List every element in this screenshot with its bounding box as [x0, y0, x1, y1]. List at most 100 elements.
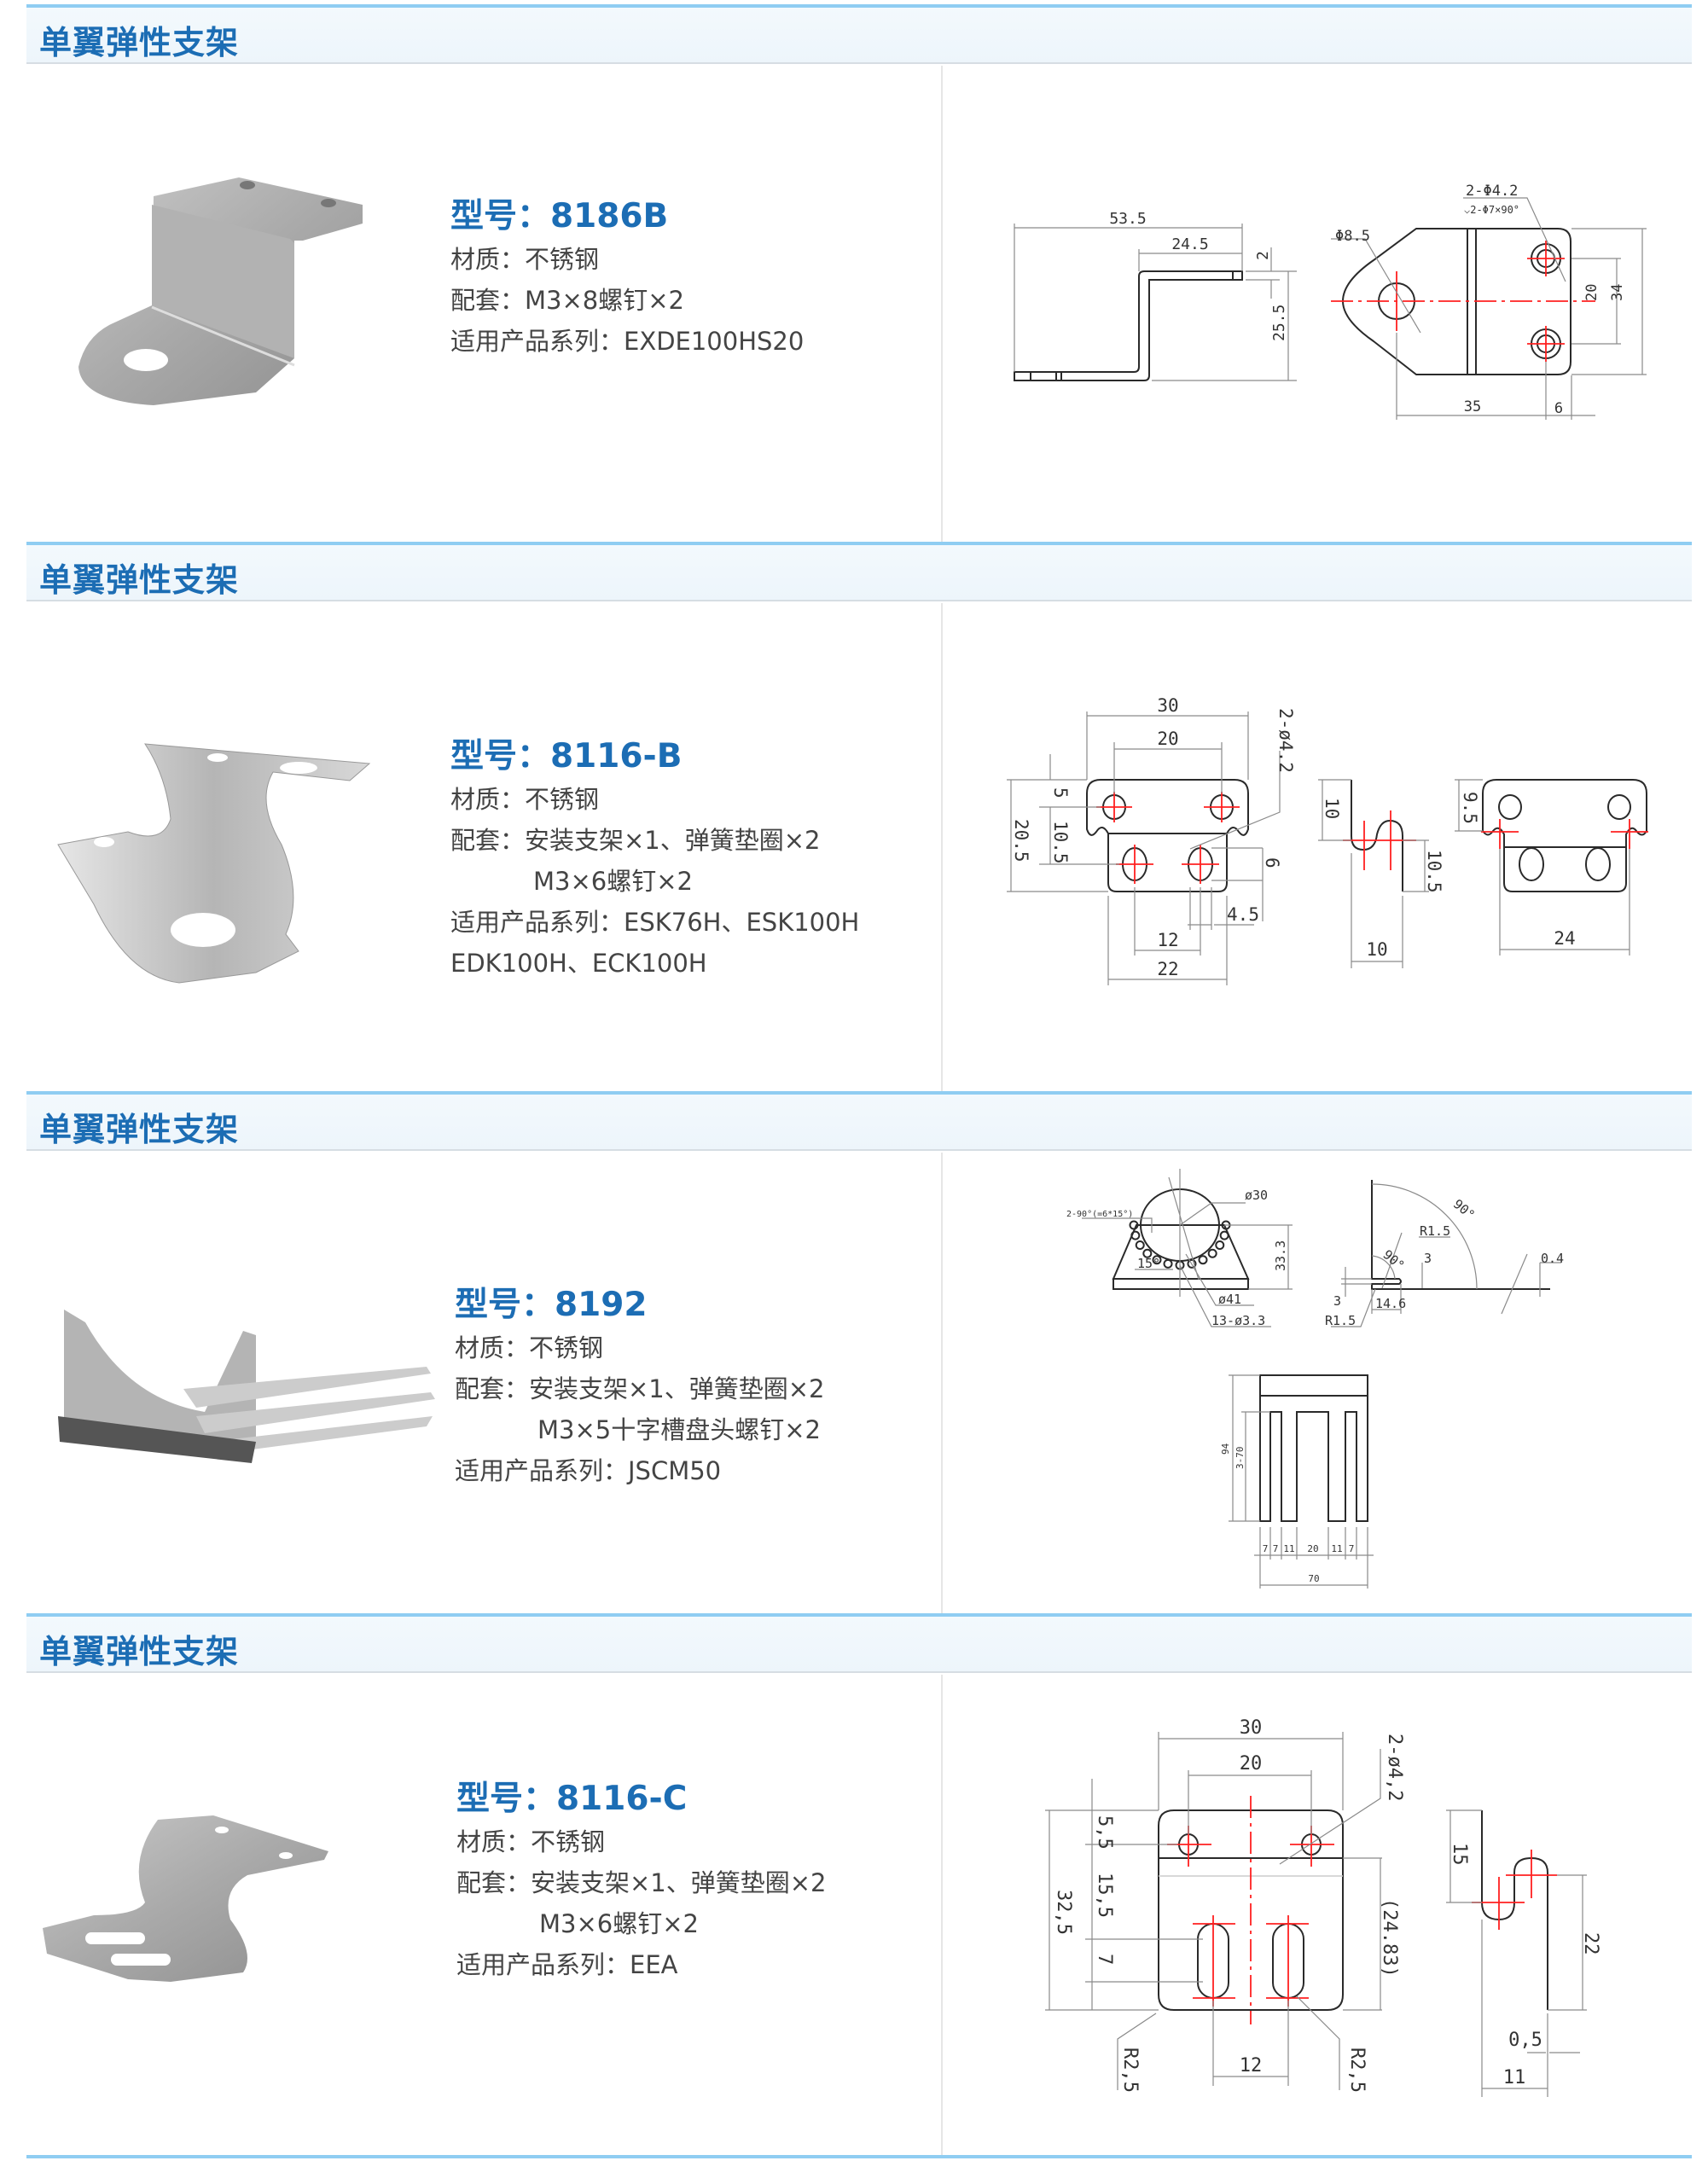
dim-label: 2-ø4.2: [1275, 708, 1296, 773]
drawing-8116-B-side: 10 10.5 10: [1318, 779, 1444, 968]
dim-label: ⌵2-Φ7×90°: [1464, 204, 1519, 216]
mounting-hole: [1198, 1255, 1208, 1265]
product-info-8116-B: 型号：8116-B 材质：不锈钢 配套：安装支架×1、弹簧垫圈×2 M3×6螺钉…: [450, 735, 859, 984]
model-number: 型号：8192: [455, 1286, 648, 1324]
product-info-8116-C: 型号：8116-C 材质：不锈钢 配套：安装支架×1、弹簧垫圈×2 M3×6螺钉…: [456, 1777, 827, 1985]
dim-label: R2,5: [1346, 2048, 1368, 2093]
dim-label: 0.4: [1541, 1251, 1564, 1266]
column-divider: [941, 1675, 943, 2155]
mounting-hole: [1175, 1260, 1185, 1270]
drawing-8186B-side: 53.5 24.5 2 25.5: [1014, 210, 1297, 381]
model-number: 型号：8116-B: [450, 737, 683, 775]
product-photo-8116-B: [57, 743, 371, 984]
dim-label: 10: [1366, 939, 1387, 960]
product-photo-8186B: [78, 177, 363, 405]
dim-label: ø41: [1218, 1292, 1241, 1307]
dim-label: 34: [1609, 284, 1626, 301]
drawing-8116-C-side: 15 22 0,5 11: [1446, 1809, 1601, 2097]
dim-label: 2: [1254, 251, 1272, 260]
column-divider: [941, 1153, 943, 1613]
dim-label: 24: [1554, 928, 1575, 949]
dim-label: 11: [1503, 2067, 1526, 2088]
drawing-8192-side: 90° R1.5 90° 3 0.4 3 14.6 R1.5: [1325, 1180, 1564, 1328]
drawing-8192-blank: 94 3-70 7 7 11 20 11 7 70: [1220, 1374, 1374, 1589]
dim-label: 10.5: [1424, 850, 1444, 893]
applicable-series-line-cont: EDK100H、ECK100H: [450, 949, 707, 978]
dim-label: 25.5: [1270, 305, 1288, 341]
dim-label: 2-90°(=6*15°): [1066, 1210, 1133, 1219]
dim-label: 20: [1583, 284, 1601, 301]
product-info-8186B: 型号：8186B 材质：不锈钢 配套：M3×8螺钉×2 适用产品系列：EXDE1…: [450, 195, 804, 362]
section-header-2: 单翼弹性支架: [26, 542, 1692, 601]
dim-label: 13-ø3.3: [1211, 1313, 1265, 1328]
material-line: 材质：不锈钢: [450, 785, 600, 814]
mounting-hole: [1163, 1258, 1173, 1269]
section-title: 单翼弹性支架: [39, 1111, 240, 1148]
dim-label: 30: [1157, 695, 1178, 716]
dim-label: 53.5: [1109, 210, 1146, 228]
accessories-line: 配套：安装支架×1、弹簧垫圈×2: [450, 826, 821, 855]
accessories-line: 配套：安装支架×1、弹簧垫圈×2: [455, 1374, 825, 1403]
model-number: 型号：8186B: [450, 197, 669, 235]
dim-label: 15: [1449, 1843, 1470, 1866]
dim-label: 6: [1554, 400, 1563, 417]
dim-label: 20: [1307, 1543, 1318, 1554]
drawing-8116-B-back: 9.5 24: [1455, 779, 1648, 956]
drawing-8116-B-front: 30 20 2-ø4.2 5 20.5 10.5 6 4.5 12 22: [1007, 695, 1296, 985]
hole-ring: [1129, 1220, 1231, 1270]
dim-label: 94: [1220, 1443, 1231, 1455]
mounting-hole: [1187, 1258, 1197, 1269]
dim-label: 14.6: [1375, 1296, 1406, 1311]
dim-label: 90°: [1380, 1246, 1407, 1273]
section-title: 单翼弹性支架: [39, 1633, 240, 1670]
dim-label: 11: [1331, 1543, 1342, 1554]
dim-label: 4.5: [1227, 904, 1259, 925]
applicable-series-line: 适用产品系列：EXDE100HS20: [450, 327, 805, 356]
dim-label: ø30: [1245, 1188, 1268, 1203]
dim-label: 70: [1308, 1573, 1319, 1584]
dim-label: 3-70: [1235, 1447, 1246, 1470]
accessories-line: 配套：安装支架×1、弹簧垫圈×2: [456, 1868, 827, 1897]
dim-label: 7: [1094, 1954, 1115, 1965]
drawing-8186B-front: Φ8.5 2-Φ4.2 ⌵2-Φ7×90° 20 34 35 6: [1331, 183, 1647, 420]
product-info-8192: 型号：8192 材质：不锈钢 配套：安装支架×1、弹簧垫圈×2 M3×5十字槽盘…: [455, 1283, 825, 1491]
mounting-hole: [1152, 1255, 1162, 1265]
accessories-line: 配套：M3×8螺钉×2: [450, 286, 684, 315]
dim-label: 5: [1050, 787, 1071, 799]
drawing-8116-C-front: 30 20 2-ø4,2 5,5 15,5 32,5 7 (24.83) R2,…: [1045, 1717, 1405, 2093]
dim-label: 20: [1240, 1753, 1263, 1774]
dim-label: 10: [1322, 798, 1342, 819]
accessories-line-cont: M3×6螺钉×2: [539, 1909, 699, 1938]
dim-label: 15°: [1137, 1256, 1160, 1271]
dim-label: 22: [1580, 1932, 1601, 1955]
dim-label: R1.5: [1325, 1313, 1356, 1328]
applicable-series-line: 适用产品系列：EEA: [456, 1950, 678, 1979]
section-header-4: 单翼弹性支架: [26, 1613, 1692, 1673]
section-title: 单翼弹性支架: [39, 561, 240, 599]
dim-label: 12: [1240, 2055, 1263, 2077]
dim-label: Φ8.5: [1335, 228, 1370, 245]
column-divider: [941, 66, 943, 542]
section-header-1: 单翼弹性支架: [26, 4, 1692, 64]
dim-label: 7: [1263, 1543, 1269, 1554]
dim-label: 30: [1240, 1717, 1263, 1739]
dim-label: 5,5: [1094, 1815, 1115, 1850]
dim-label: 3: [1424, 1251, 1432, 1266]
dim-label: 7: [1349, 1543, 1355, 1554]
material-line: 材质：不锈钢: [455, 1333, 604, 1362]
mounting-hole: [1207, 1248, 1217, 1258]
mounting-hole: [1142, 1248, 1153, 1258]
mounting-hole: [1130, 1230, 1141, 1240]
dim-label: 22: [1157, 959, 1178, 979]
dim-label: 6: [1262, 857, 1282, 868]
dim-label: 2-Φ4.2: [1466, 183, 1518, 200]
dim-label: 15,5: [1094, 1873, 1115, 1918]
dim-label: 12: [1157, 930, 1178, 950]
dim-label: 24.5: [1171, 235, 1208, 253]
mounting-hole: [1215, 1240, 1225, 1250]
dim-label: 33.3: [1273, 1240, 1288, 1271]
model-number: 型号：8116-C: [456, 1780, 688, 1818]
applicable-series-line: 适用产品系列：JSCM50: [455, 1456, 722, 1485]
applicable-series-line: 适用产品系列：ESK76H、ESK100H: [450, 908, 860, 937]
dim-label: 9.5: [1460, 792, 1480, 824]
